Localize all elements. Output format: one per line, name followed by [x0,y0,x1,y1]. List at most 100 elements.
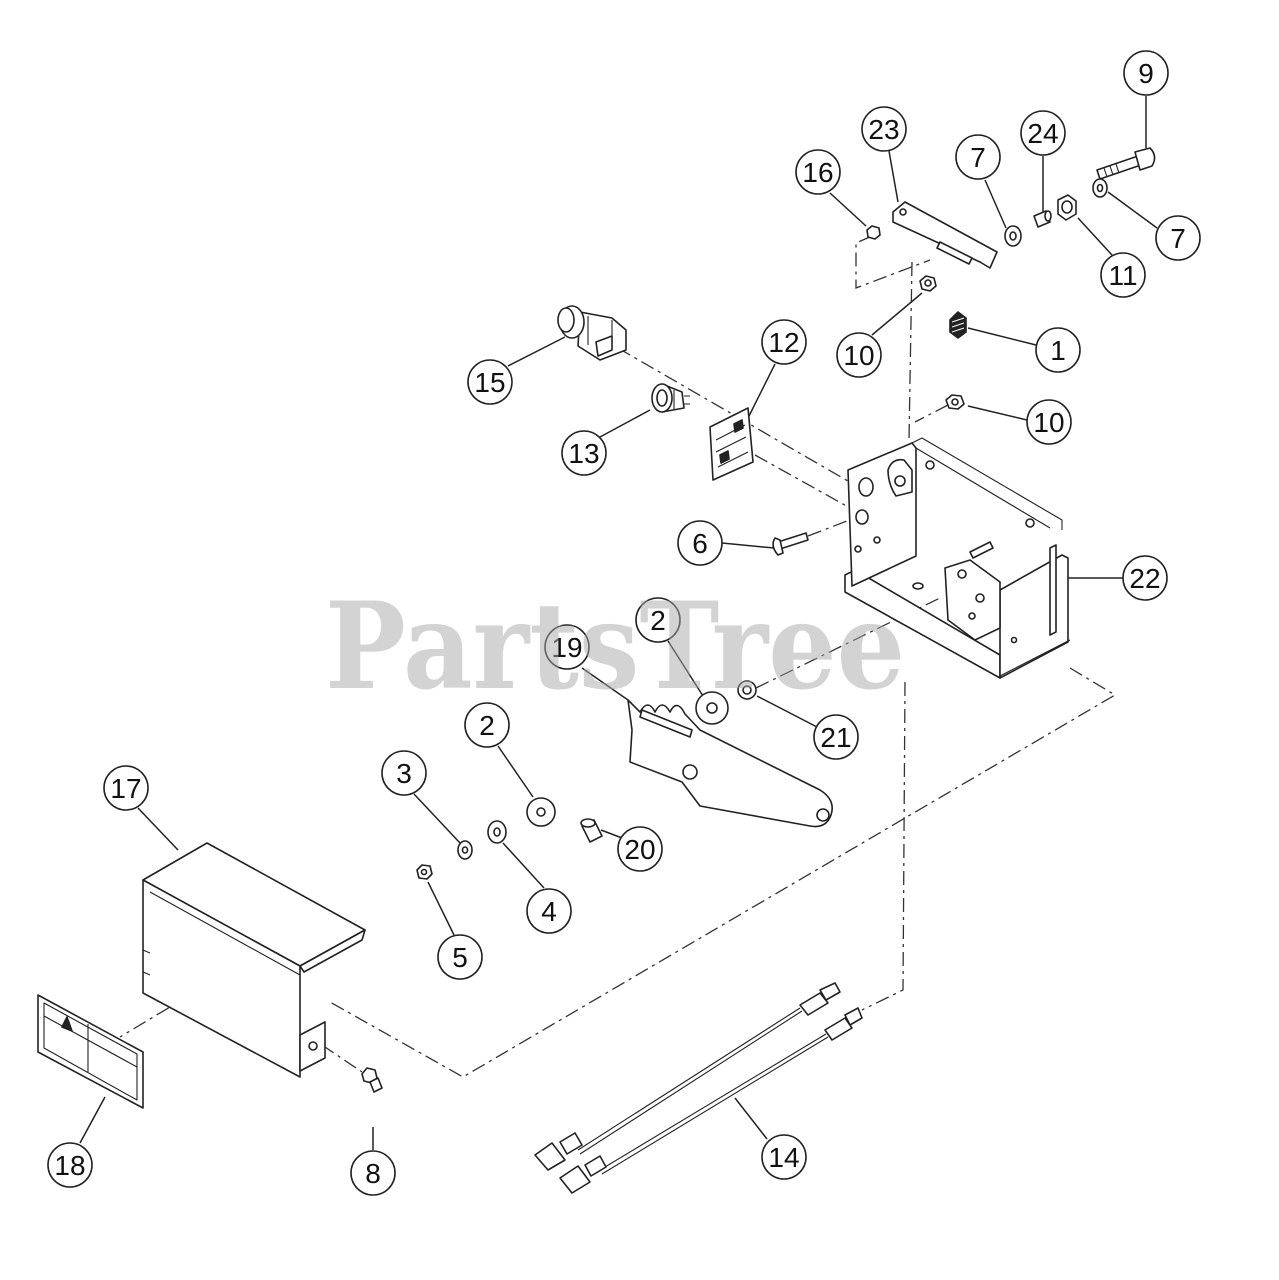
callout-14[interactable]: 14 [761,1134,807,1180]
washer-4 [487,820,507,844]
callout-15[interactable]: 15 [467,359,513,405]
assembly-line [329,667,1117,1078]
callout-8[interactable]: 8 [350,1150,396,1196]
leader-line [427,881,455,936]
callout-label: 15 [474,367,505,398]
leader-line [888,150,899,203]
callout-label: 2 [650,605,666,636]
washer-2-top [695,691,729,725]
callout-20[interactable]: 20 [617,826,663,872]
callout-18[interactable]: 18 [47,1142,93,1188]
leader-lines [79,96,1158,1150]
callout-5[interactable]: 5 [437,934,483,980]
assembly-line [861,681,906,1011]
nut-10-right [945,394,965,410]
cable-14 [534,982,863,1194]
leader-line [734,1097,768,1140]
washer-21 [737,680,757,700]
callout-label: 3 [396,758,412,789]
decal-12 [709,407,754,481]
knob-13 [651,383,690,413]
callout-label: 8 [365,1158,381,1189]
assembly-line [321,1044,363,1073]
callout-2-top[interactable]: 2 [635,597,681,643]
assembly-line [855,235,931,289]
bolt-9 [1096,147,1156,180]
callout-4[interactable]: 4 [526,888,572,934]
leader-line [967,327,1037,346]
callout-7-top[interactable]: 7 [955,134,1001,180]
callout-24[interactable]: 24 [1020,110,1066,156]
leader-line [507,336,566,367]
callout-label: 22 [1129,563,1160,594]
callout-label: 7 [970,142,986,173]
leader-line [497,745,534,798]
leader-line [829,192,867,227]
callout-label: 24 [1027,118,1058,149]
callout-label: 10 [1033,407,1064,438]
callout-19[interactable]: 19 [544,624,590,670]
plate-19 [627,699,833,828]
leader-line [1077,217,1113,256]
callout-23[interactable]: 23 [861,106,907,152]
callout-21[interactable]: 21 [813,714,859,760]
callout-label: 20 [624,834,655,865]
callout-10-right[interactable]: 10 [1026,399,1072,445]
leader-line [502,842,545,889]
nut-16 [866,225,881,240]
callout-label: 16 [802,157,833,188]
washer-7-top [1004,225,1022,247]
leader-line [756,695,818,728]
callout-12[interactable]: 12 [761,319,807,365]
leader-line [600,829,623,839]
washer-7-right [1092,178,1108,198]
switch-15 [557,305,627,361]
leader-line [79,1096,106,1144]
callout-label: 5 [452,942,468,973]
callout-label: 19 [551,632,582,663]
label-18 [37,994,144,1109]
leader-line [1107,191,1158,229]
callout-label: 10 [843,340,874,371]
callout-7-right[interactable]: 7 [1155,215,1201,261]
callout-label: 2 [479,710,495,741]
callout-label: 13 [568,438,599,469]
callout-2-middle[interactable]: 2 [464,702,510,748]
callout-label: 12 [768,327,799,358]
spacer-20 [580,818,603,843]
leader-line [137,807,179,851]
callout-label: 14 [768,1142,799,1173]
callout-label: 17 [110,773,141,804]
leader-line [871,292,923,336]
callout-1[interactable]: 1 [1035,327,1081,373]
callout-16[interactable]: 16 [795,149,841,195]
leader-line [413,793,461,844]
assembly-line [914,404,949,423]
bolt-6 [772,532,809,556]
leader-line [721,542,775,549]
callout-3[interactable]: 3 [381,750,427,796]
callout-label: 21 [820,722,851,753]
callout-17[interactable]: 17 [103,765,149,811]
callout-6[interactable]: 6 [677,520,723,566]
callout-label: 7 [1170,223,1186,254]
leader-line [747,363,776,419]
assembly-line [119,979,216,1038]
callout-label: 4 [541,896,557,927]
leader-line [581,667,629,701]
callout-label: 9 [1138,58,1154,89]
callout-label: 6 [692,528,708,559]
callout-11[interactable]: 11 [1100,252,1146,298]
bracket-23 [892,201,998,269]
spacer-24 [1033,210,1052,228]
callout-13[interactable]: 13 [561,430,607,476]
callout-22[interactable]: 22 [1122,555,1168,601]
callout-label: 11 [1108,260,1137,291]
nut-11 [1057,194,1077,221]
nut-10-upper [919,275,937,292]
callout-label: 1 [1050,335,1066,366]
callout-9[interactable]: 9 [1123,50,1169,96]
leader-line [599,409,651,438]
callout-10-upper[interactable]: 10 [836,332,882,378]
